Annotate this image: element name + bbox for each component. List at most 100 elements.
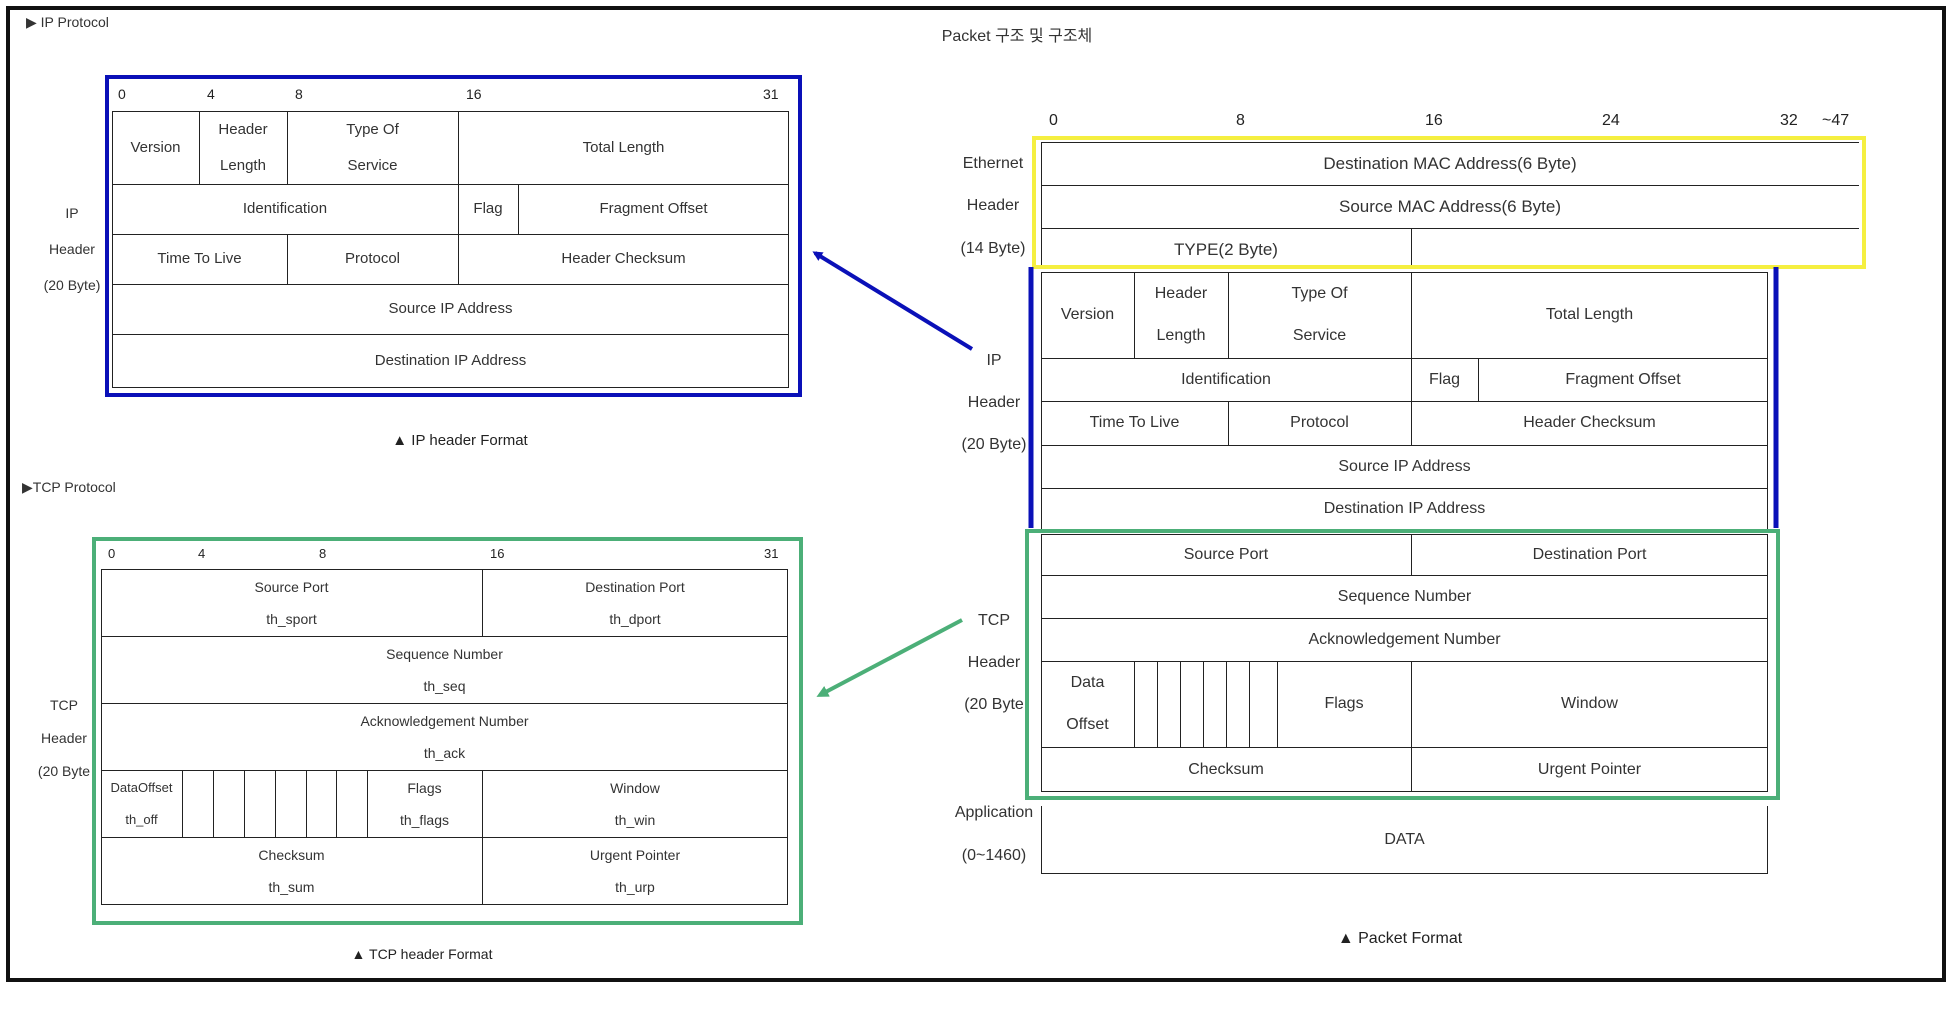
packet-tcp-highlight-box	[1025, 529, 1780, 800]
packet-tcp-window-cell: Window	[1561, 695, 1618, 712]
packet-ip-src-cell: Source IP Address	[1338, 457, 1471, 475]
ip-protocol-heading: ▶ IP Protocol	[26, 14, 109, 30]
packet-bit-47: ~47	[1822, 112, 1850, 129]
dst-mac-cell: Destination MAC Address(6 Byte)	[1323, 153, 1577, 173]
packet-bit-32: 32	[1780, 112, 1798, 129]
ip-col-line	[199, 111, 200, 184]
packet-tcp-flag-bit-line	[1134, 661, 1135, 747]
ip-arrow	[812, 251, 974, 351]
packet-ip-flag-cell: Flag	[1428, 370, 1461, 388]
outer-frame	[6, 6, 1946, 982]
ip-side-label-1: IP	[65, 205, 79, 221]
packet-tcp-ack-cell: Acknowledgement Number	[1308, 630, 1501, 648]
packet-tcp-flags-cell: Flags	[1324, 695, 1364, 712]
tcp-row-line	[101, 636, 788, 637]
ip-header-table	[112, 111, 789, 388]
ip-identification-cell: Identification	[242, 200, 328, 217]
packet-ip-protocol-cell: Protocol	[1290, 414, 1349, 431]
packet-ip-total-length-cell: Total Length	[1545, 306, 1634, 323]
packet-ip-identification-cell: Identification	[1181, 370, 1271, 388]
packet-tcp-flag-bit-line	[1203, 661, 1204, 747]
packet-ip-col-line	[1228, 272, 1229, 358]
tcp-side-label-2: Header	[41, 730, 87, 746]
packet-ip-row-line	[1041, 488, 1768, 489]
tcp-bit-4: 4	[198, 546, 206, 561]
data-left-line	[1041, 806, 1042, 874]
src-mac-cell: Source MAC Address(6 Byte)	[1338, 196, 1562, 216]
packet-tcp-col-line	[1411, 661, 1412, 792]
packet-tcp-label-3: (20 Byte	[964, 696, 1024, 713]
tcp-flag-bit-line	[306, 770, 307, 837]
ethernet-col-line	[1411, 228, 1412, 267]
ip-total-length-cell: Total Length	[582, 138, 665, 156]
ip-row-line	[112, 284, 789, 285]
tcp-flag-bit-line	[182, 770, 183, 837]
packet-ip-ttl-cell: Time To Live	[1089, 414, 1180, 431]
ip-version-cell: Version	[130, 138, 181, 156]
packet-ip-label-3: (20 Byte)	[961, 436, 1027, 453]
packet-ip-row-line	[1041, 401, 1768, 402]
packet-tcp-table	[1041, 534, 1768, 792]
ip-bit-8: 8	[295, 86, 303, 102]
ip-row-line	[112, 184, 789, 185]
ip-src-address-cell: Source IP Address	[388, 300, 513, 317]
ethernet-row-line	[1041, 142, 1859, 143]
packet-tcp-flag-bit-line	[1277, 661, 1278, 747]
packet-bit-16: 16	[1425, 112, 1443, 129]
tcp-bit-8: 8	[319, 546, 327, 561]
tcp-row-line	[101, 837, 788, 838]
ip-ttl-cell: Time To Live	[157, 250, 242, 267]
tcp-flag-bit-line	[244, 770, 245, 837]
packet-tcp-row-line	[1041, 618, 1768, 619]
tcp-highlight-box	[92, 537, 803, 925]
ip-side-label-2: Header	[49, 241, 95, 257]
packet-ip-label-2: Header	[967, 394, 1021, 411]
data-cell: DATA	[1384, 831, 1425, 848]
ip-row-line	[112, 234, 789, 235]
ip-col-line	[287, 111, 288, 184]
packet-ip-fragment-offset-cell: Fragment Offset	[1565, 370, 1681, 388]
packet-tcp-row-line	[1041, 661, 1768, 662]
tcp-caption: ▲ TCP header Format	[351, 946, 493, 962]
packet-tcp-flag-bit-line	[1157, 661, 1158, 747]
tcp-side-label-3: (20 Byte	[37, 763, 91, 779]
ip-dst-address-cell: Destination IP Address	[374, 352, 527, 369]
ethernet-left-line	[1041, 142, 1042, 267]
packet-tcp-label-1: TCP	[978, 612, 1010, 629]
tcp-flag-bit-line	[336, 770, 337, 837]
packet-ip-label-1: IP	[986, 352, 1002, 369]
ip-col-line	[458, 111, 459, 284]
packet-tcp-col-line	[1411, 534, 1412, 575]
tcp-bit-16: 16	[490, 546, 505, 561]
ip-caption: ▲ IP header Format	[392, 432, 528, 449]
packet-bit-8: 8	[1236, 112, 1245, 129]
ip-bit-4: 4	[207, 86, 215, 102]
ip-highlight-box	[105, 75, 802, 397]
ip-bit-0: 0	[118, 86, 126, 102]
tcp-col-line	[482, 770, 483, 905]
ethernet-label-1: Ethernet	[962, 155, 1024, 172]
packet-tcp-checksum-cell: Checksum	[1188, 760, 1264, 778]
ethernet-highlight-box	[1032, 136, 1866, 269]
ip-flag-cell: Flag	[473, 200, 503, 217]
tcp-flag-bit-line	[213, 770, 214, 837]
packet-tcp-urgent-cell: Urgent Pointer	[1537, 760, 1642, 778]
page-title: Packet 구조 및 구조체	[941, 28, 1093, 45]
packet-ip-row-line	[1041, 358, 1768, 359]
packet-ip-dst-cell: Destination IP Address	[1323, 500, 1486, 517]
tcp-protocol-heading: ▶TCP Protocol	[22, 479, 116, 495]
ethernet-label-2: Header	[966, 197, 1020, 214]
ip-fragment-offset-cell: Fragment Offset	[599, 200, 708, 217]
packet-bit-24: 24	[1602, 112, 1620, 129]
application-label-1: Application	[954, 804, 1034, 821]
